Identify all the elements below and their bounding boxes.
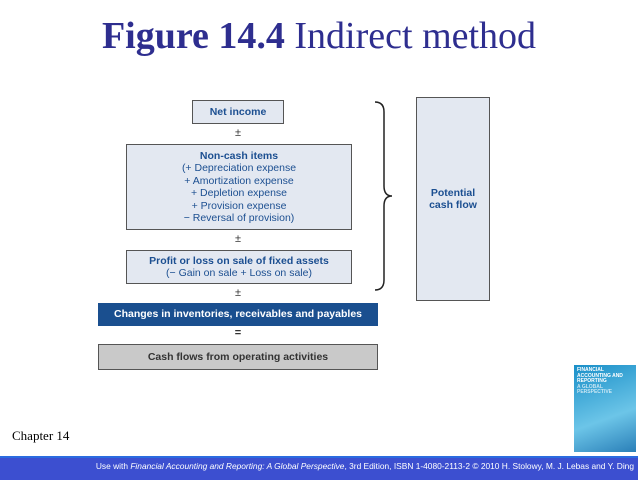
non-cash-items-box: Non-cash items (+ Depreciation expense +… — [126, 144, 352, 230]
changes-label: Changes in inventories, receivables and … — [113, 308, 363, 321]
non-cash-line: + Amortization expense — [184, 174, 294, 187]
footer-suffix: , 3rd Edition, ISBN 1-4080-2113-2 © 2010… — [344, 461, 634, 471]
profit-loss-title: Profit or loss on sale of fixed assets — [149, 254, 329, 267]
title-text: Indirect method — [284, 15, 537, 57]
footer-prefix: Use with — [95, 461, 131, 471]
footer-bar — [0, 456, 638, 480]
figure-number: Figure 14.4 — [101, 15, 285, 57]
operator: ± — [234, 127, 242, 139]
brace-icon — [374, 101, 393, 291]
cash-flows-label: Cash flows from operating activities — [147, 350, 329, 363]
changes-box: Changes in inventories, receivables and … — [98, 303, 378, 326]
chapter-label: Chapter 14 — [12, 428, 70, 443]
potential-label: Potential cash flow — [429, 186, 477, 212]
non-cash-line: (+ Depreciation expense — [181, 162, 297, 174]
cover-subtitle: A GLOBAL PERSPECTIVE — [577, 383, 613, 395]
net-income-box: Net income — [192, 100, 284, 124]
slide-title: Figure 14.4 Indirect method — [0, 14, 638, 58]
profit-loss-box: Profit or loss on sale of fixed assets (… — [126, 250, 352, 284]
profit-loss-line: (− Gain on sale + Loss on sale) — [166, 267, 312, 279]
net-income-label: Net income — [209, 105, 267, 118]
footer-text: Use with Financial Accounting and Report… — [96, 461, 634, 471]
non-cash-title: Non-cash items — [199, 149, 279, 162]
operator: ± — [234, 233, 242, 245]
footer-book: Financial Accounting and Reporting: A Gl… — [130, 461, 345, 471]
cash-flows-box: Cash flows from operating activities — [98, 344, 378, 370]
non-cash-line: + Provision expense — [191, 199, 287, 212]
cover-title: FINANCIAL ACCOUNTING AND REPORTING — [577, 367, 623, 384]
potential-cash-flow-box: Potential cash flow — [416, 97, 490, 301]
non-cash-line: − Reversal of provision) — [183, 212, 295, 224]
operator: ± — [234, 287, 242, 299]
non-cash-line: + Depletion expense — [190, 187, 288, 199]
operator: = — [234, 327, 242, 339]
